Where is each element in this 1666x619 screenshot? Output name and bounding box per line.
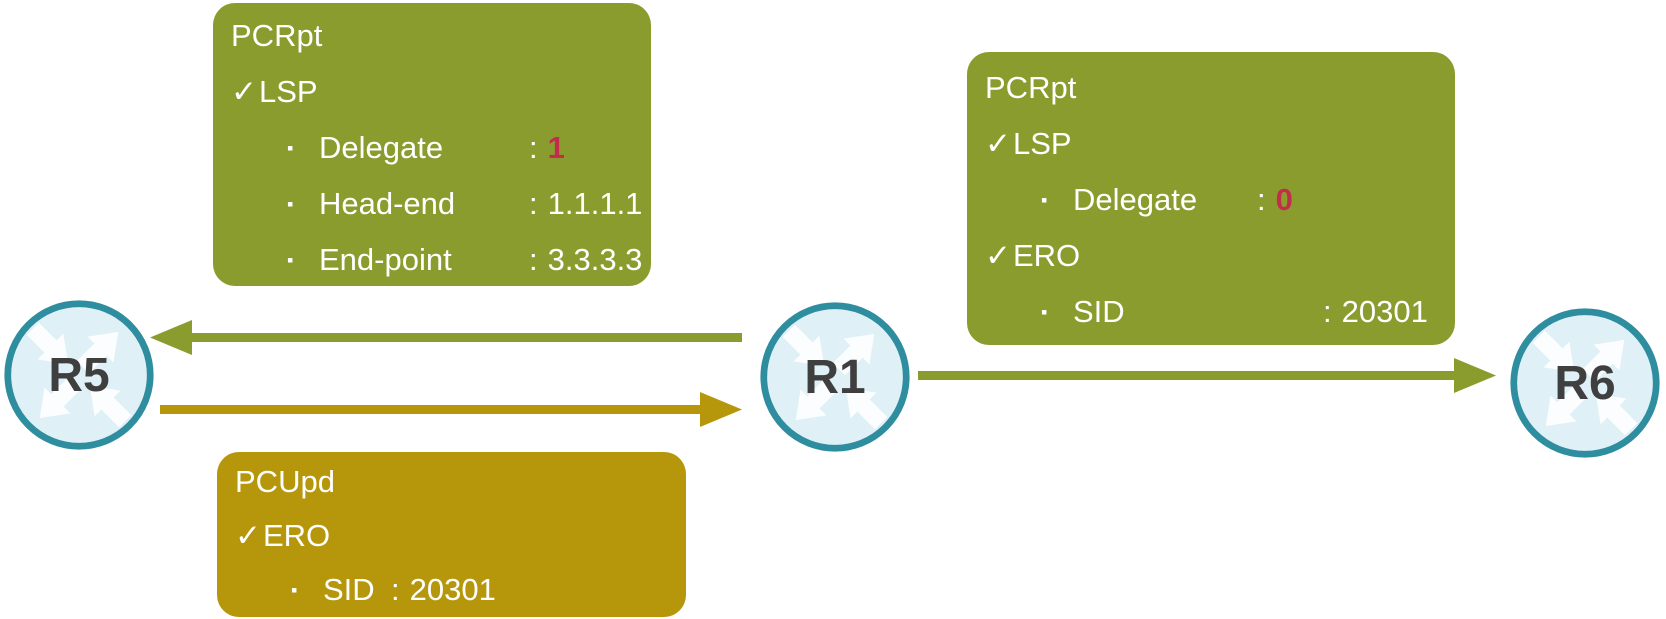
colon: : [391, 572, 400, 607]
message-box-pcrpt-r1-to-r5: PCRpt ✓ LSP ▪ Delegate : 1 ▪ Head-end : … [213, 3, 651, 286]
check-item-lsp: ✓ LSP [213, 64, 651, 120]
check-label: LSP [1012, 126, 1072, 161]
check-item-ero: ✓ ERO [217, 509, 686, 563]
bullet-icon: ▪ [287, 138, 294, 158]
message-title: PCRpt [231, 18, 323, 53]
field-label: SID [323, 572, 375, 607]
check-label: ERO [262, 518, 331, 553]
arrow-r1-to-r5 [148, 319, 744, 361]
check-label: LSP [258, 74, 318, 109]
node-r5: R5 [2, 298, 156, 452]
message-title: PCUpd [235, 464, 335, 499]
router-icon [1510, 308, 1660, 458]
field-row-delegate: ▪ Delegate : 1 [213, 120, 651, 176]
check-icon: ✓ [985, 238, 1011, 273]
field-value: 1 [547, 130, 565, 165]
check-item-lsp: ✓ LSP [967, 116, 1455, 172]
bullet-icon: ▪ [1041, 190, 1048, 210]
colon: : [1257, 182, 1266, 217]
node-label: R5 [48, 348, 110, 402]
arrow-r1-to-r6 [918, 357, 1498, 399]
field-label: SID [1073, 294, 1125, 329]
field-value: 3.3.3.3 [547, 242, 643, 277]
field-label: Head-end [319, 186, 456, 221]
field-row-head-end: ▪ Head-end : 1.1.1.1 [213, 176, 651, 232]
node-r1: R1 [758, 300, 912, 454]
check-label: ERO [1012, 238, 1081, 273]
arrow-r5-to-r1 [160, 391, 744, 433]
field-label: Delegate [1073, 182, 1198, 217]
message-title: PCRpt [985, 70, 1077, 105]
bullet-icon: ▪ [1041, 302, 1048, 322]
message-box-pcrpt-r1-to-r6: PCRpt ✓ LSP ▪ Delegate : 0 ✓ ERO ▪ SID :… [967, 52, 1455, 345]
node-label: R6 [1554, 356, 1616, 410]
field-row-sid: ▪ SID : 20301 [967, 284, 1455, 340]
node-label: R1 [804, 350, 866, 404]
check-icon: ✓ [235, 518, 261, 553]
field-value: 20301 [1341, 294, 1428, 329]
field-label: Delegate [319, 130, 444, 165]
colon: : [1323, 294, 1332, 329]
check-item-ero: ✓ ERO [967, 228, 1455, 284]
field-label: End-point [319, 242, 452, 277]
node-r6: R6 [1508, 306, 1662, 460]
field-value: 0 [1275, 182, 1293, 217]
message-box-pcupd-r5-to-r1: PCUpd ✓ ERO ▪ SID : 20301 [217, 452, 686, 617]
field-row-delegate: ▪ Delegate : 0 [967, 172, 1455, 228]
field-value: 20301 [409, 572, 496, 607]
check-icon: ✓ [231, 74, 257, 109]
field-row-sid: ▪ SID : 20301 [217, 563, 686, 617]
router-icon [760, 302, 910, 452]
colon: : [529, 130, 538, 165]
bullet-icon: ▪ [291, 580, 298, 600]
bullet-icon: ▪ [287, 194, 294, 214]
colon: : [529, 242, 538, 277]
colon: : [529, 186, 538, 221]
router-icon [4, 300, 154, 450]
check-icon: ✓ [985, 126, 1011, 161]
field-value: 1.1.1.1 [547, 186, 643, 221]
bullet-icon: ▪ [287, 250, 294, 270]
field-row-end-point: ▪ End-point : 3.3.3.3 [213, 232, 651, 288]
